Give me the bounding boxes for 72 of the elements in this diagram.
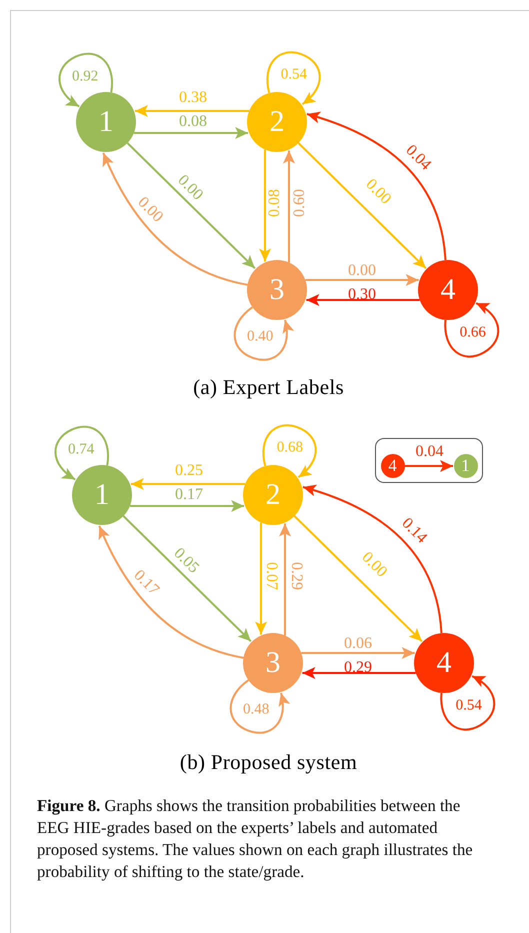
- state-circle: 2: [243, 465, 303, 525]
- arrow: [134, 105, 250, 117]
- arrow: [306, 112, 446, 260]
- edge-label: 0.00: [362, 176, 394, 208]
- self-loop-arrow: [266, 51, 321, 105]
- arrow: [130, 500, 244, 512]
- edge-label: 0.17: [175, 487, 203, 503]
- arrow: [130, 478, 246, 490]
- edge-label: 0.06: [344, 636, 372, 652]
- edge-label: 0.92: [72, 70, 98, 85]
- arrow: [302, 485, 442, 634]
- edge-label: 0.08: [179, 114, 207, 130]
- self-loop-arrow: [58, 52, 113, 108]
- arrow: [298, 142, 427, 270]
- edge-label: 0.14: [398, 515, 430, 547]
- arrow: [302, 667, 416, 679]
- arrow: [255, 522, 267, 634]
- self-loop-arrow: [234, 306, 294, 361]
- figure-caption: Figure 8. Graphs shows the transition probabilities between the EEG HIE-grades based on the experts’ labels and automated proposed systems. The values shown on each graph illustrates the probability of shifting to the state/grade.: [37, 795, 474, 883]
- state-circle: 4: [380, 454, 404, 478]
- self-loop-arrow: [262, 424, 317, 478]
- arrow: [126, 142, 256, 270]
- arrow: [122, 515, 252, 642]
- edge-label: 0.07: [263, 562, 279, 590]
- arrow: [102, 152, 248, 286]
- subfigure-caption: (b) Proposed system: [178, 750, 358, 775]
- arrow: [283, 150, 295, 262]
- edge-label: 0.04: [416, 444, 444, 460]
- arrow: [294, 515, 423, 642]
- self-loop-arrow: [230, 679, 290, 734]
- edge-label: 0.74: [68, 442, 94, 458]
- arrow: [98, 526, 244, 659]
- edge-label: 0.25: [175, 463, 203, 479]
- edge-label: 0.29: [344, 660, 372, 676]
- edge-label: 0.08: [267, 189, 283, 217]
- arrow: [279, 524, 291, 636]
- edge-label: 0.05: [170, 545, 202, 577]
- arrow: [301, 647, 415, 659]
- self-loop-arrow: [444, 302, 500, 358]
- arrow: [259, 150, 271, 262]
- edge-label: 0.00: [348, 263, 376, 279]
- arrow: [306, 294, 420, 306]
- state-circle: 1: [454, 454, 478, 478]
- edge-label: 0.30: [348, 287, 376, 303]
- edge-label: 0.40: [246, 329, 274, 344]
- edge-label: 0.54: [456, 698, 482, 714]
- state-circle: 1: [76, 92, 136, 152]
- subfigure-caption: (a) Expert Labels: [192, 375, 345, 400]
- edge-label: 0.00: [358, 549, 390, 581]
- state-circle: 3: [247, 260, 307, 320]
- edge-label: 0.00: [174, 172, 206, 204]
- edge-label: 0.66: [460, 325, 486, 340]
- inset-box: [375, 438, 483, 483]
- state-circle: 2: [247, 92, 307, 152]
- state-circle: 3: [243, 633, 303, 693]
- edge-label: 0.29: [288, 562, 304, 590]
- arrow: [305, 274, 419, 286]
- state-circle: 1: [72, 465, 132, 525]
- state-circle: 4: [414, 633, 474, 693]
- self-loop-arrow: [54, 426, 109, 480]
- arrow: [134, 127, 248, 139]
- edge-label: 0.17: [130, 567, 162, 599]
- edge-label: 0.68: [276, 440, 304, 456]
- edge-label: 0.54: [280, 68, 308, 83]
- edge-label: 0.60: [292, 189, 308, 217]
- edge-label: 0.00: [134, 194, 166, 226]
- edge-label: 0.38: [179, 90, 207, 106]
- edge-label: 0.48: [242, 702, 270, 717]
- state-circle: 4: [418, 260, 478, 320]
- edge-label: 0.04: [402, 142, 434, 174]
- arrow: [405, 460, 453, 472]
- self-loop-arrow: [440, 675, 496, 731]
